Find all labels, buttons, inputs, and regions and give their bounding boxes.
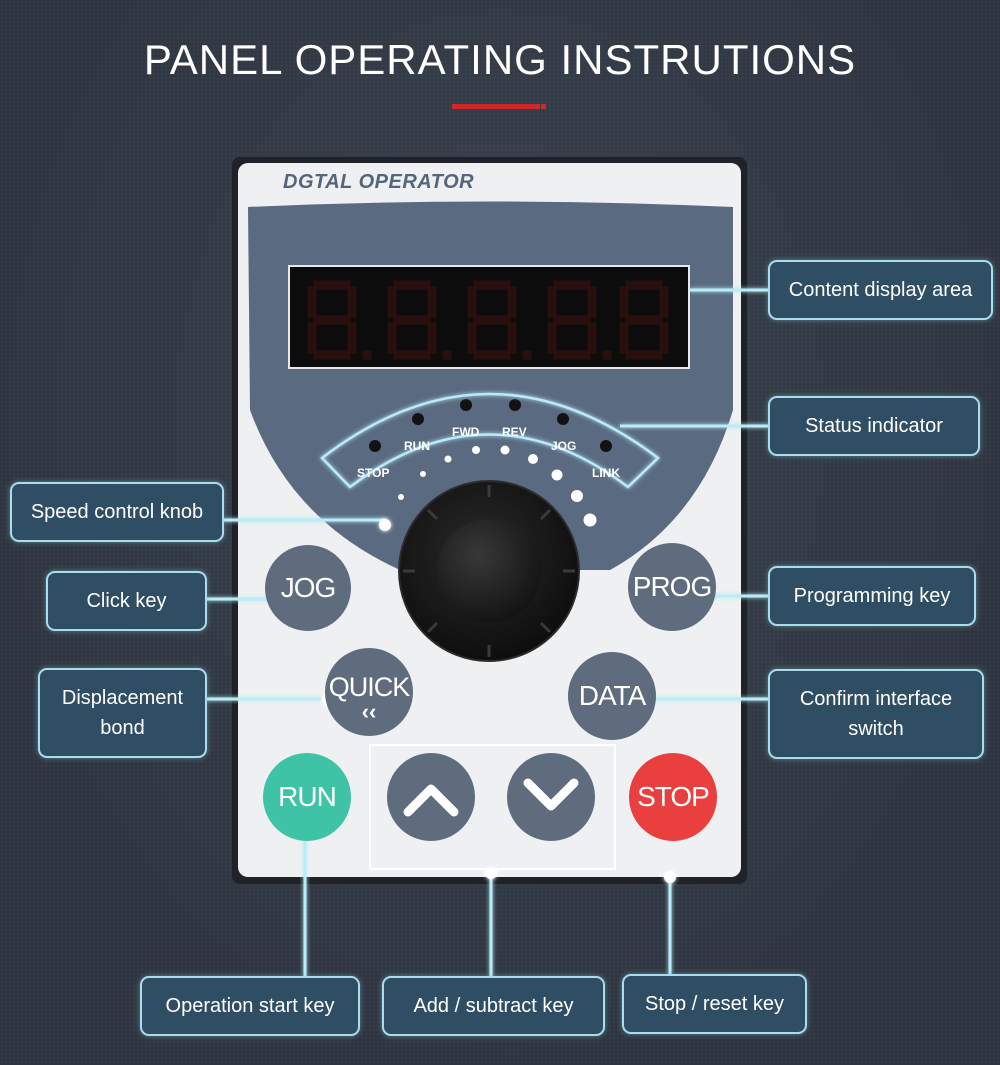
callout-operation-start: Operation start key (140, 976, 360, 1036)
callout-displacement-line1: Displacement (61, 687, 184, 709)
page-title: PANEL OPERATING INSTRUTIONS (143, 36, 857, 83)
indicator-label-run: RUN (404, 439, 430, 453)
callout-stop-reset-text: Stop / reset key (645, 993, 784, 1015)
callout-add-subtract: Add / subtract key (382, 976, 605, 1036)
callout-click-key: Click key (46, 571, 207, 631)
callout-confirm-line1: Confirm interface (799, 688, 953, 710)
callout-programming-key-text: Programming key (793, 585, 951, 607)
speed-scale-dots (398, 445, 597, 527)
subtract-key (507, 753, 595, 841)
operator-brand: DGTAL OPERATOR (283, 171, 475, 193)
callout-click-key-text: Click key (86, 590, 167, 612)
prog-key-label: PROG (632, 571, 712, 602)
run-key-label: RUN (278, 781, 337, 812)
callout-status-indicator-text: Status indicator (805, 415, 943, 437)
indicator-label-rev: REV (502, 425, 527, 439)
callout-status-indicator: Status indicator (768, 396, 980, 456)
callout-confirm-switch: Confirm interface switch (768, 669, 984, 759)
data-key[interactable]: DATA (568, 652, 656, 740)
callout-displacement: Displacement bond (38, 668, 207, 758)
callout-programming-key: Programming key (768, 566, 976, 626)
stop-key[interactable]: STOP (629, 753, 717, 841)
add-key (387, 753, 475, 841)
status-indicator-arc (320, 392, 660, 489)
indicator-label-link: LINK (592, 466, 620, 480)
callout-content-display: Content display area (768, 260, 993, 320)
title-underline-dot (541, 104, 546, 109)
callout-speed-knob: Speed control knob (10, 482, 224, 542)
chevron-down-icon (523, 778, 579, 811)
callout-speed-knob-text: Speed control knob (30, 501, 204, 523)
callout-add-subtract-text: Add / subtract key (413, 995, 574, 1017)
jog-key-label: JOG (280, 572, 337, 603)
quick-key-label: QUICK (328, 671, 411, 702)
data-key-label: DATA (578, 680, 647, 711)
callout-displacement-line2: bond (100, 717, 145, 739)
callout-confirm-line2: switch (848, 718, 904, 740)
title-underline (452, 104, 540, 109)
callout-stop-reset: Stop / reset key (622, 974, 807, 1034)
indicator-label-fwd: FWD (452, 425, 480, 439)
jog-key[interactable]: JOG (265, 545, 351, 631)
callout-operation-start-text: Operation start key (165, 995, 335, 1017)
status-led-lights (369, 399, 612, 452)
prog-key[interactable]: PROG (628, 543, 716, 631)
content-display (288, 265, 690, 369)
seven-segment-display (307, 280, 669, 360)
double-chevron-left-icon: ‹‹ (361, 698, 377, 724)
chevron-up-icon (403, 784, 459, 817)
callout-content-display-text: Content display area (788, 279, 973, 301)
indicator-label-stop: STOP (357, 466, 390, 480)
quick-key[interactable]: QUICK ‹‹ (325, 648, 413, 736)
stop-key-label: STOP (637, 781, 710, 812)
run-key[interactable]: RUN (263, 753, 351, 841)
speed-control-knob (398, 480, 580, 662)
indicator-label-jog: JOG (551, 439, 577, 453)
